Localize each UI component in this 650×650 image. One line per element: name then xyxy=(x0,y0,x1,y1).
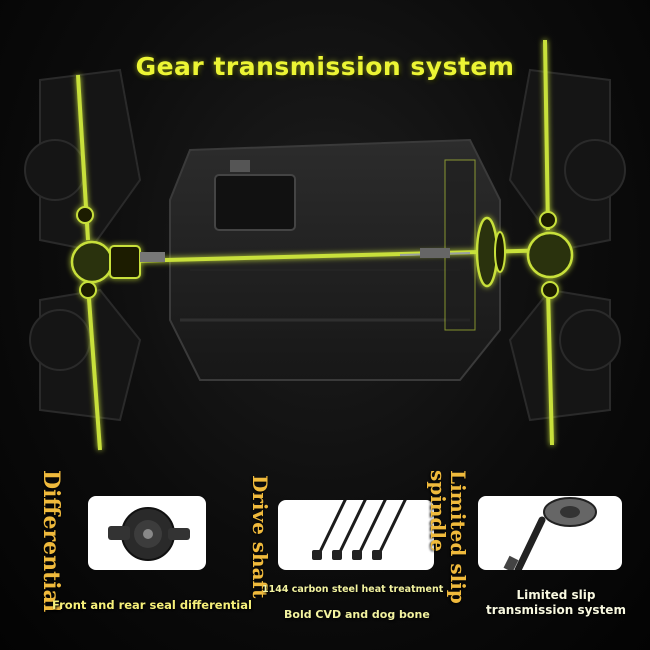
chassis-tub xyxy=(169,138,501,381)
rear-suspension xyxy=(508,68,626,422)
differential-label: Differential xyxy=(38,470,64,613)
drive-shaft-caption-heat: 1144 carbon steel heat treatment xyxy=(262,584,444,595)
differential-caption: Front and rear seal differential xyxy=(52,598,252,612)
center-shaft-detail xyxy=(140,248,471,262)
slipper-clutch-icon xyxy=(503,497,597,570)
limited-slip-card xyxy=(478,496,622,570)
differential-gear-icon xyxy=(108,507,190,561)
front-diff-icon xyxy=(70,240,114,284)
drive-shaft-caption-cvd: Bold CVD and dog bone xyxy=(284,608,430,621)
differential-card xyxy=(88,496,206,570)
limited-slip-caption: Limited slip transmission system xyxy=(486,588,626,617)
limited-slip-label: Limited slip spindle xyxy=(426,470,470,604)
page-title: Gear transmission system xyxy=(135,52,515,81)
chassis-illustration xyxy=(24,39,626,451)
drive-shaft-icon xyxy=(312,500,407,560)
rear-diff-icon xyxy=(526,231,574,279)
front-suspension xyxy=(24,68,142,422)
drive-shaft-card xyxy=(278,500,434,570)
drive-shaft-label: Drive shaft xyxy=(248,475,272,599)
drivetrain-highlight xyxy=(70,39,574,451)
servo-icon xyxy=(214,174,296,231)
